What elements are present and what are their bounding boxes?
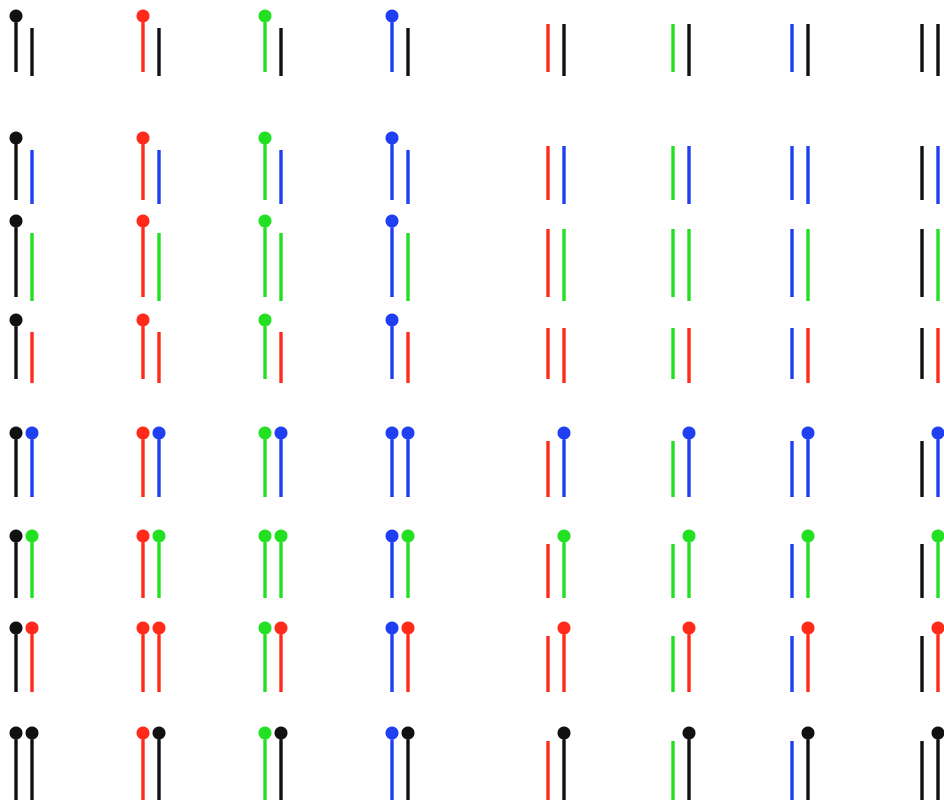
glyph-knob-primary [136, 529, 150, 543]
glyph-knob-primary [136, 131, 150, 145]
glyph-knob-primary [136, 214, 150, 228]
glyph-knob-primary [136, 313, 150, 327]
glyph-knob-primary [385, 313, 399, 327]
glyph-knob-primary [258, 621, 272, 635]
glyph-knob-primary [9, 529, 23, 543]
glyph-knob-primary [385, 426, 399, 440]
glyph-knob-secondary [274, 621, 288, 635]
glyph-knob-primary [385, 9, 399, 23]
glyph-knob-secondary [401, 426, 415, 440]
glyph-knob-primary [385, 726, 399, 740]
glyph-knob-primary [258, 214, 272, 228]
glyph-knob-primary [9, 131, 23, 145]
glyph-knob-secondary [274, 726, 288, 740]
glyph-knob-secondary [682, 726, 696, 740]
glyph-knob-secondary [25, 621, 39, 635]
glyph-knob-primary [9, 726, 23, 740]
glyph-knob-primary [9, 621, 23, 635]
glyph-knob-secondary [931, 621, 944, 635]
glyph-knob-secondary [682, 426, 696, 440]
glyph-knob-primary [136, 621, 150, 635]
glyph-knob-secondary [931, 529, 944, 543]
glyph-knob-primary [136, 426, 150, 440]
glyph-knob-secondary [152, 426, 166, 440]
glyph-knob-primary [385, 621, 399, 635]
glyph-knob-secondary [401, 621, 415, 635]
glyph-knob-secondary [274, 529, 288, 543]
glyph-knob-primary [258, 313, 272, 327]
glyph-knob-secondary [152, 726, 166, 740]
glyph-knob-primary [258, 131, 272, 145]
glyph-knob-secondary [801, 726, 815, 740]
glyph-knob-secondary [557, 726, 571, 740]
glyph-knob-primary [258, 426, 272, 440]
glyph-knob-primary [9, 9, 23, 23]
glyph-knob-secondary [682, 621, 696, 635]
glyph-knob-secondary [401, 726, 415, 740]
glyph-knob-secondary [557, 426, 571, 440]
glyph-knob-primary [385, 214, 399, 228]
glyph-knob-secondary [931, 726, 944, 740]
glyph-knob-secondary [801, 426, 815, 440]
glyph-knob-primary [258, 529, 272, 543]
glyph-knob-secondary [25, 426, 39, 440]
glyph-knob-secondary [25, 726, 39, 740]
glyph-knob-primary [385, 529, 399, 543]
glyph-knob-primary [258, 9, 272, 23]
glyph-knob-secondary [557, 529, 571, 543]
glyph-knob-primary [258, 726, 272, 740]
glyph-knob-primary [9, 426, 23, 440]
glyph-knob-secondary [801, 621, 815, 635]
glyph-knob-secondary [401, 529, 415, 543]
glyph-knob-primary [136, 726, 150, 740]
glyph-knob-secondary [931, 426, 944, 440]
glyph-knob-secondary [25, 529, 39, 543]
glyph-knob-secondary [682, 529, 696, 543]
glyph-knob-primary [385, 131, 399, 145]
glyph-knob-secondary [557, 621, 571, 635]
glyph-knob-secondary [274, 426, 288, 440]
glyph-knob-primary [9, 214, 23, 228]
glyph-knob-primary [136, 9, 150, 23]
glyph-knob-secondary [152, 621, 166, 635]
glyph-knob-primary [9, 313, 23, 327]
glyph-knob-secondary [801, 529, 815, 543]
glyph-knob-secondary [152, 529, 166, 543]
